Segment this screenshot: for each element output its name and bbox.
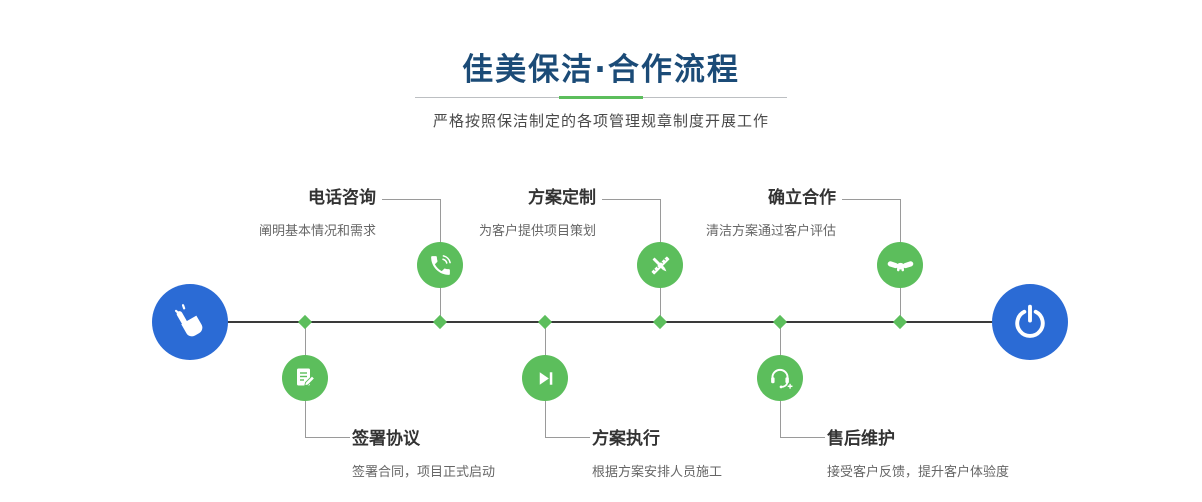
step-labels-consult: 电话咨询 阐明基本情况和需求 <box>259 185 376 239</box>
step-circle-plan <box>637 242 683 288</box>
handshake-icon <box>887 252 914 279</box>
timeline-node-diamond <box>652 314 668 330</box>
timeline-node-diamond <box>297 314 313 330</box>
step-labels-plan: 方案定制 为客户提供项目策划 <box>479 185 596 239</box>
timeline-node-diamond <box>432 314 448 330</box>
play-next-icon <box>534 367 557 390</box>
step-labels-aftersale: 售后维护 接受客户反馈，提升客户体验度 <box>827 426 1009 480</box>
step-title: 电话咨询 <box>308 188 376 208</box>
step-desc: 根据方案安排人员施工 <box>592 465 723 480</box>
divider-accent <box>559 96 643 99</box>
power-icon <box>1012 304 1048 340</box>
step-labels-execute: 方案执行 根据方案安排人员施工 <box>592 426 722 480</box>
step-circle-sign <box>282 355 328 401</box>
phone-icon <box>428 253 453 278</box>
connector-hline-aftersale <box>780 437 825 438</box>
step-desc: 阐明基本情况和需求 <box>258 224 376 239</box>
connector-hline-cooperate <box>842 199 900 200</box>
step-desc: 接受客户反馈，提升客户体验度 <box>827 465 1010 480</box>
timeline-node-diamond <box>537 314 553 330</box>
step-labels-cooperate: 确立合作 清洁方案通过客户评估 <box>706 185 836 239</box>
page-subtitle: 严格按照保洁制定的各项管理规章制度开展工作 <box>432 112 769 130</box>
timeline-start <box>152 284 228 360</box>
connector-hline-execute <box>545 437 590 438</box>
title-divider <box>415 96 787 99</box>
step-title: 确立合作 <box>768 188 836 208</box>
step-desc: 清洁方案通过客户评估 <box>705 224 836 239</box>
design-tools-icon <box>648 253 673 278</box>
timeline-node-diamond <box>772 314 788 330</box>
headset-icon <box>767 365 793 391</box>
timeline-line <box>190 321 1032 323</box>
timeline-end <box>992 284 1068 360</box>
contract-icon <box>293 366 317 390</box>
step-desc: 为客户提供项目策划 <box>478 224 596 239</box>
step-title: 方案执行 <box>592 429 660 449</box>
step-desc: 签署合同，项目正式启动 <box>352 465 496 480</box>
step-title: 方案定制 <box>528 188 596 208</box>
step-circle-consult <box>417 242 463 288</box>
step-circle-cooperate <box>877 242 923 288</box>
page-title: 佳美保洁·合作流程 <box>462 52 740 88</box>
connector-hline-plan <box>602 199 660 200</box>
step-title: 售后维护 <box>827 429 895 449</box>
step-circle-aftersale <box>757 355 803 401</box>
connector-hline-sign <box>305 437 350 438</box>
step-title: 签署协议 <box>352 429 420 449</box>
pointing-hand-icon <box>171 303 209 341</box>
connector-hline-consult <box>382 199 440 200</box>
timeline-node-diamond <box>892 314 908 330</box>
step-labels-sign: 签署协议 签署合同，项目正式启动 <box>352 426 495 480</box>
step-circle-execute <box>522 355 568 401</box>
